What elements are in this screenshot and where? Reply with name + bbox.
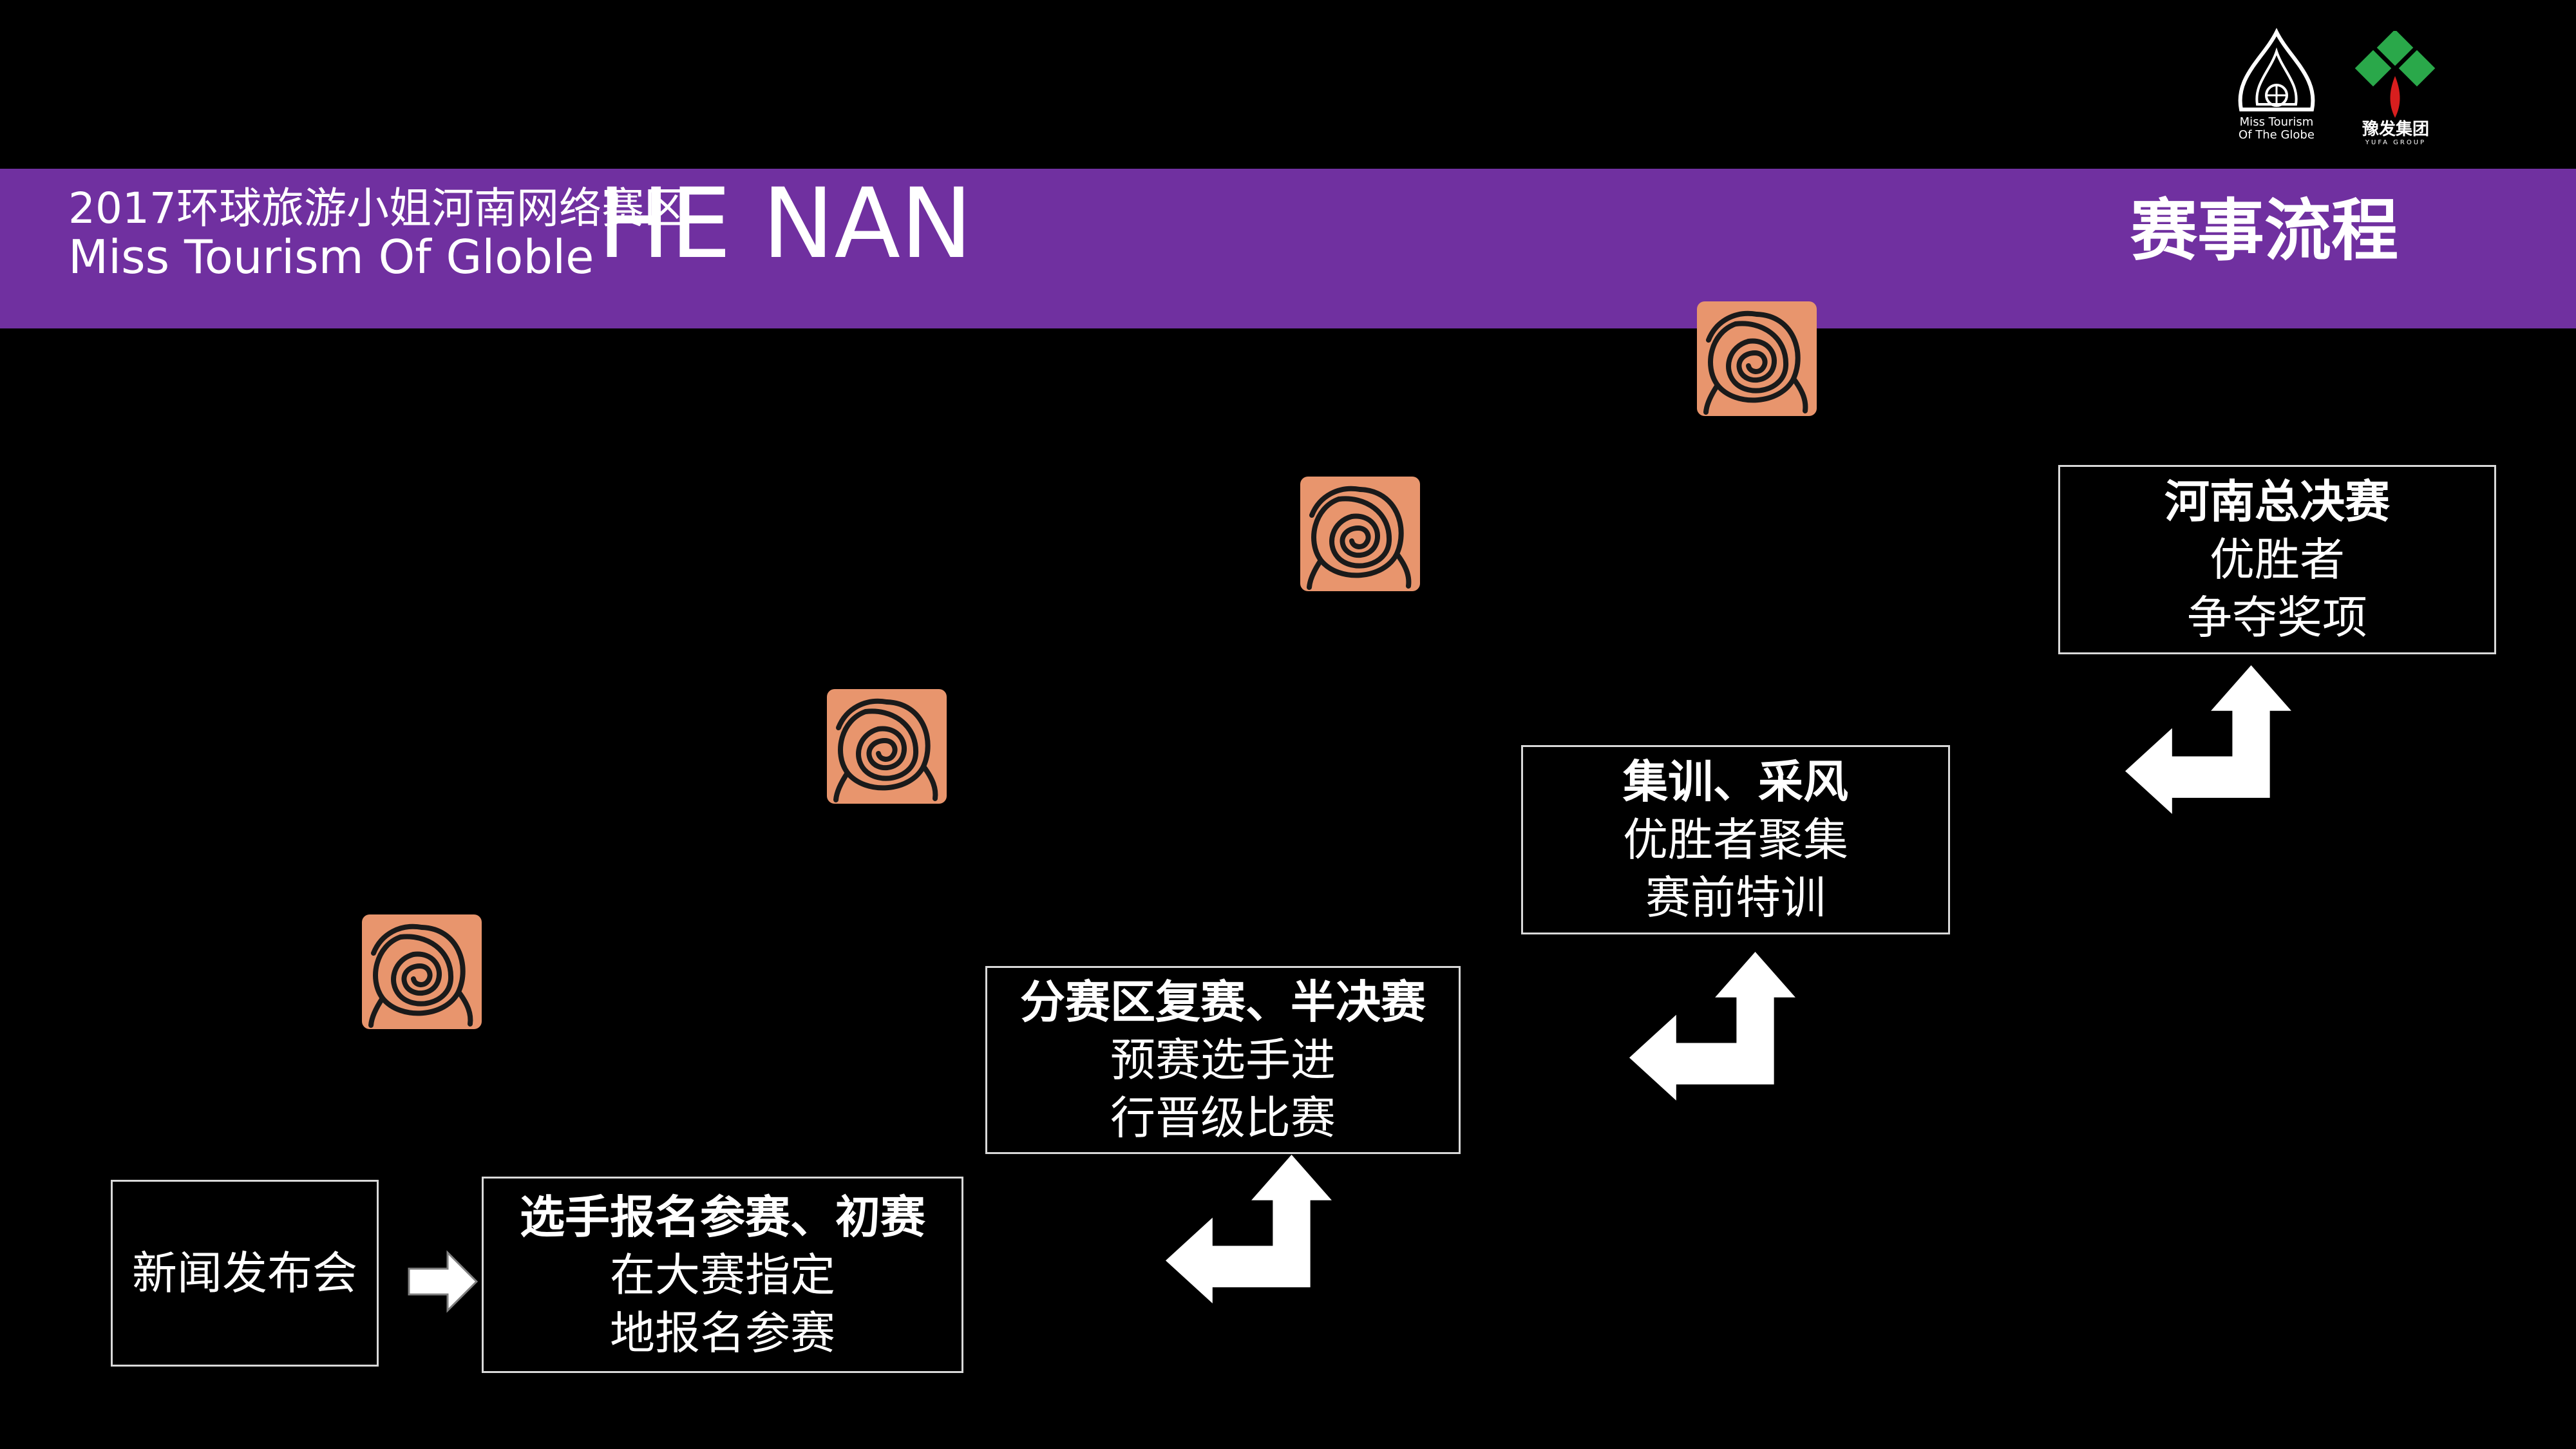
miss-tourism-logo-icon — [2238, 28, 2315, 111]
rose-icon — [827, 689, 947, 804]
stage-box-semifinal: 分赛区复赛、半决赛 预赛选手进 行晋级比赛 — [985, 966, 1461, 1154]
stage-line: 赛前特训 — [1645, 871, 1826, 924]
arrow-turn-up-icon — [1629, 952, 1795, 1101]
rose-icon — [1697, 301, 1817, 416]
stage-line: 地报名参赛 — [610, 1306, 835, 1359]
miss-tourism-logo-text: Miss Tourism Of The Globe — [2239, 115, 2315, 142]
stage-box-training: 集训、采风 优胜者聚集 赛前特训 — [1521, 745, 1950, 934]
yufa-logo-text-en: YUFA GROUP — [2365, 139, 2427, 146]
stage-box-final: 河南总决赛 优胜者 争夺奖项 — [2058, 465, 2496, 654]
rose-icon — [1300, 477, 1420, 591]
stage-line: 争夺奖项 — [2187, 591, 2367, 644]
rose-icon — [362, 914, 482, 1029]
arrow-right-icon — [408, 1250, 478, 1313]
stage-line: 优胜者 — [2210, 533, 2345, 586]
stage-box-press-conference: 新闻发布会 — [111, 1180, 379, 1367]
stage-title: 选手报名参赛、初赛 — [520, 1189, 925, 1244]
subtitle-en: Miss Tourism Of Globle — [68, 230, 594, 284]
section-title: 赛事流程 — [2130, 191, 2398, 270]
stage-line: 行晋级比赛 — [1110, 1092, 1336, 1144]
yufa-logo-text: 豫发集团 — [2362, 120, 2429, 139]
header-banner — [0, 169, 2576, 328]
stage-box-registration: 选手报名参赛、初赛 在大赛指定 地报名参赛 — [482, 1177, 963, 1373]
arrow-turn-up-icon — [2125, 665, 2291, 814]
stage-title: 河南总决赛 — [2164, 475, 2390, 528]
stage-line: 预赛选手进 — [1110, 1034, 1336, 1086]
stage-line: 新闻发布会 — [132, 1247, 357, 1300]
region-title: HE NAN — [598, 168, 973, 280]
stage-title: 分赛区复赛、半决赛 — [1020, 975, 1426, 1028]
stage-line: 优胜者聚集 — [1623, 813, 1848, 866]
yufa-logo-icon — [2354, 31, 2436, 118]
subtitle-cn: 2017环球旅游小姐河南网络赛区 — [68, 184, 687, 233]
stage-title: 集训、采风 — [1623, 755, 1848, 808]
arrow-turn-up-icon — [1166, 1155, 1332, 1303]
stage-line: 在大赛指定 — [610, 1248, 835, 1302]
